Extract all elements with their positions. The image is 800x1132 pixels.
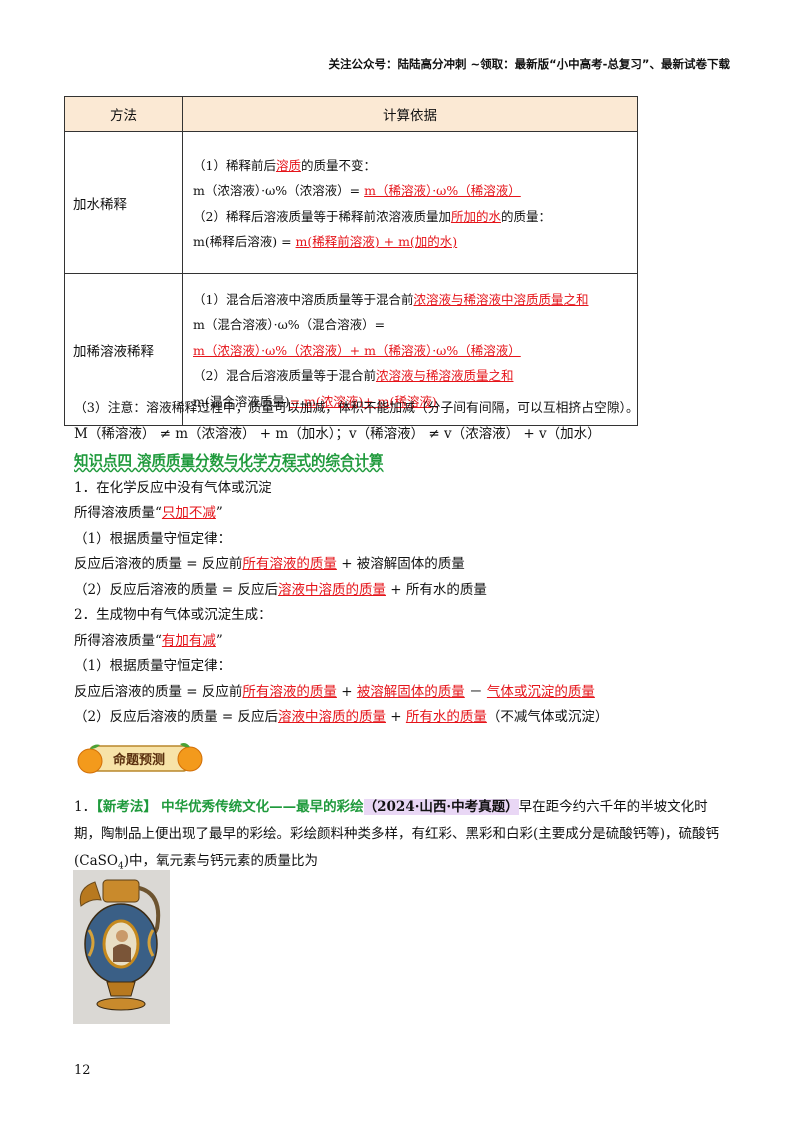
question-tag: 【新考法】 [96, 799, 157, 815]
answer-blank: 所加的水 [450, 208, 501, 224]
orange-icon [177, 746, 203, 772]
answer-blank: 被溶解固体的质量 [356, 683, 465, 700]
badge-label: 命题预测 [112, 752, 165, 768]
table-row: 加稀溶液稀释 （1）混合后溶液中溶质质量等于混合前浓溶液与稀溶液中溶质质量之和 … [64, 273, 638, 426]
answer-blank: m（稀溶液）·ω%（稀溶液） [364, 183, 521, 198]
answer-blank: 浓溶液与稀溶液质量之和 [375, 368, 514, 384]
knowledge-point-4: 知识点四 溶质质量分数与化学方程式的综合计算 1．在化学反应中没有气体或沉淀 所… [74, 454, 609, 725]
page-header: 关注公众号：陆陆高分冲刺 ~领取：最新版“小中高考-总复习”、最新试卷下载 [328, 57, 730, 71]
answer-blank: m(稀释前溶液) + m(加的水) [295, 234, 458, 249]
painted-pottery-image [73, 870, 170, 1024]
basis-cell: （1）混合后溶液中溶质质量等于混合前浓溶液与稀溶液中溶质质量之和 m（混合溶液）… [182, 273, 638, 426]
dilution-note: （3）注意：溶液稀释过程中，质量可以加减，体积不能加减（分子间有间隔，可以互相挤… [74, 401, 639, 442]
answer-blank: 溶液中溶质的质量 [277, 709, 386, 725]
answer-blank: 浓溶液与稀溶液中溶质质量之和 [413, 291, 589, 307]
answer-blank: 所有溶液的质量 [242, 556, 337, 572]
answer-blank: 只加不减 [161, 505, 216, 521]
section-title: 知识点四 溶质质量分数与化学方程式的综合计算 [74, 454, 384, 470]
answer-blank: 有加有减 [161, 632, 216, 649]
prediction-badge: 命题预测 [77, 743, 203, 774]
method-cell: 加水稀释 [64, 131, 183, 274]
method-cell: 加稀溶液稀释 [64, 273, 183, 426]
table-row: 加水稀释 （1）稀释前后溶质的质量不变： m（浓溶液）·ω%（浓溶液）= m（稀… [64, 131, 638, 274]
answer-blank: 气体或沉淀的质量 [486, 683, 595, 700]
answer-blank: 溶质 [275, 157, 301, 173]
dilution-table: 方法 计算依据 加水稀释 （1）稀释前后溶质的质量不变： m（浓溶液）·ω%（浓… [64, 96, 638, 426]
answer-blank: 所有水的质量 [405, 709, 487, 725]
table-header-method: 方法 [64, 96, 183, 132]
orange-icon [77, 748, 103, 774]
question-1: 1．【新考法】 中华优秀传统文化——最早的彩绘（2024·山西·中考真题）早在距… [74, 799, 720, 872]
question-source: （2024·山西·中考真题） [363, 799, 519, 815]
page-number: 12 [74, 1063, 91, 1078]
answer-blank: m（浓溶液）·ω%（浓溶液）+ m（稀溶液）·ω%（稀溶液） [193, 342, 521, 358]
question-theme: 中华优秀传统文化——最早的彩绘 [161, 799, 364, 815]
table-header-basis: 计算依据 [182, 96, 638, 132]
answer-blank: = m(浓溶液)+ m(稀溶液) [289, 393, 437, 409]
answer-blank: 所有溶液的质量 [242, 683, 337, 700]
basis-cell: （1）稀释前后溶质的质量不变： m（浓溶液）·ω%（浓溶液）= m（稀溶液）·ω… [182, 131, 638, 274]
answer-blank: 溶液中溶质的质量 [277, 581, 386, 598]
